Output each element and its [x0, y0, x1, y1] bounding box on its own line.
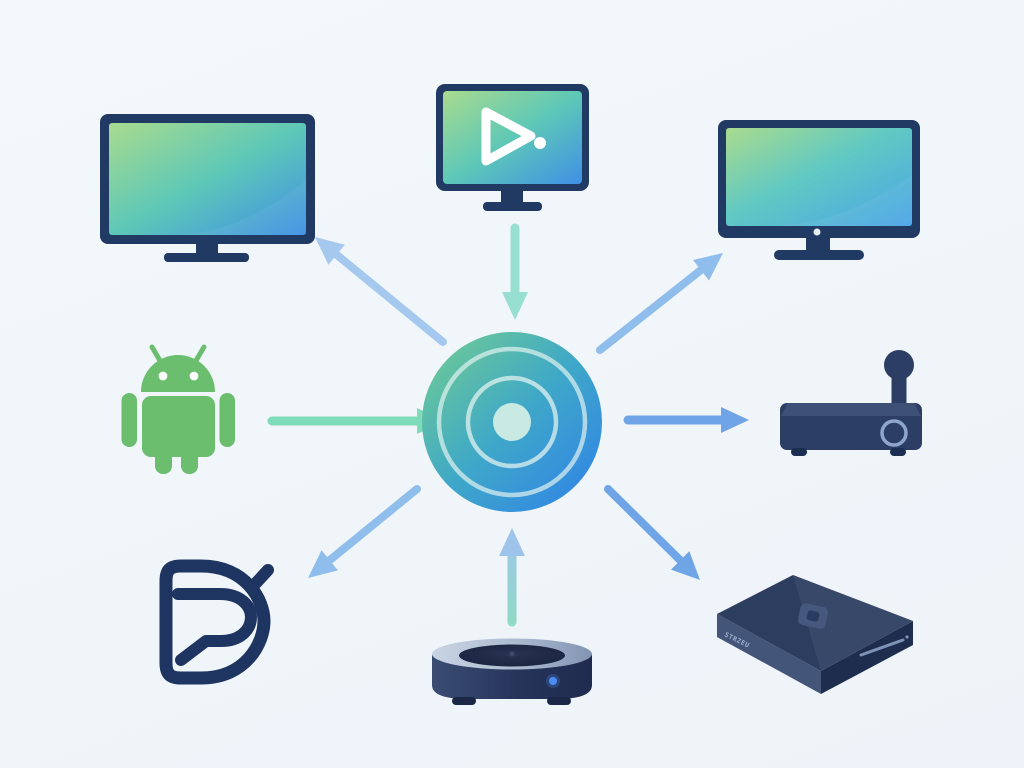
arrow-hub-to-tv-right — [596, 253, 723, 354]
settop-top-face — [781, 403, 921, 416]
logo-apostrophe — [250, 564, 274, 589]
logo-outer-d — [159, 559, 271, 685]
arrow-head — [502, 292, 528, 320]
arrow-hub-to-settop-box — [623, 407, 749, 433]
tv-stand-neck — [196, 243, 218, 256]
android-leg-left — [155, 450, 172, 474]
settop-box-antenna-icon — [780, 350, 922, 456]
arrow-puck-to-hub — [499, 528, 525, 627]
hub-inner-ring — [465, 375, 559, 469]
tv-screen-sheen — [170, 180, 306, 235]
tv-screen — [726, 128, 912, 226]
tv-stand-neck — [806, 238, 830, 252]
box-right-face — [821, 621, 913, 694]
arrow-head — [693, 253, 723, 281]
box-slot-dot — [905, 635, 909, 639]
smart-tv-left — [100, 114, 315, 262]
puck-center-dot — [509, 651, 515, 657]
play-icon — [481, 107, 536, 166]
arrow-monitor-to-hub — [502, 223, 528, 320]
android-arm-right — [219, 393, 235, 447]
monitor-stand-base — [483, 202, 542, 211]
box-badge — [797, 603, 829, 629]
arrow-head — [671, 551, 700, 580]
settop-dial — [880, 419, 908, 447]
box-badge-mark — [806, 610, 820, 622]
android-eye-left — [158, 371, 168, 381]
settop-foot-right — [890, 448, 906, 456]
settop-foot-left — [791, 448, 807, 456]
puck-foot-left — [452, 697, 476, 705]
arrow-head — [315, 237, 345, 265]
box-left-face — [717, 614, 821, 694]
android-robot-icon — [121, 344, 235, 474]
arrow-shaft — [596, 266, 705, 354]
play-dot — [534, 137, 546, 149]
arrow-head — [499, 528, 525, 556]
hub-outer-ring — [436, 346, 588, 498]
arrow-shaft — [326, 485, 421, 564]
round-streaming-puck-icon — [432, 638, 592, 705]
tv-stand-base — [164, 253, 249, 262]
arrow-head — [721, 407, 749, 433]
android-leg-right — [181, 450, 198, 474]
android-body — [142, 396, 215, 457]
antenna-bulb — [884, 350, 914, 380]
brand-d-logo-icon — [159, 559, 274, 685]
arrow-hub-to-streaming-box — [604, 485, 700, 580]
wireless-hub-icon — [422, 332, 602, 512]
android-head — [141, 355, 215, 392]
arrow-shaft — [604, 485, 684, 564]
monitor-screen — [443, 91, 582, 184]
tv-stand-base — [774, 250, 864, 260]
smart-tv-right — [718, 120, 920, 260]
arrow-hub-to-tv-left — [315, 237, 447, 346]
tv-screen — [109, 123, 306, 235]
monitor-stand-neck — [501, 191, 523, 204]
arrow-hub-to-brand-logo — [308, 485, 421, 578]
media-player-monitor — [436, 84, 589, 211]
box-slot — [859, 638, 905, 657]
streaming-box-icon: STRZEU — [717, 575, 913, 694]
puck-led — [549, 677, 557, 685]
tv-screen-sheen — [770, 175, 912, 226]
hub-center-dot — [493, 403, 531, 441]
arrow-head — [308, 550, 338, 578]
android-eye-right — [189, 371, 199, 381]
arrow-android-to-hub — [267, 408, 445, 434]
tv-indicator-dot — [813, 228, 821, 236]
android-arm-left — [121, 393, 137, 447]
logo-inner-p — [172, 588, 257, 666]
arrow-shaft — [333, 251, 447, 346]
box-top-sheen — [793, 575, 913, 671]
puck-foot-right — [547, 697, 571, 705]
